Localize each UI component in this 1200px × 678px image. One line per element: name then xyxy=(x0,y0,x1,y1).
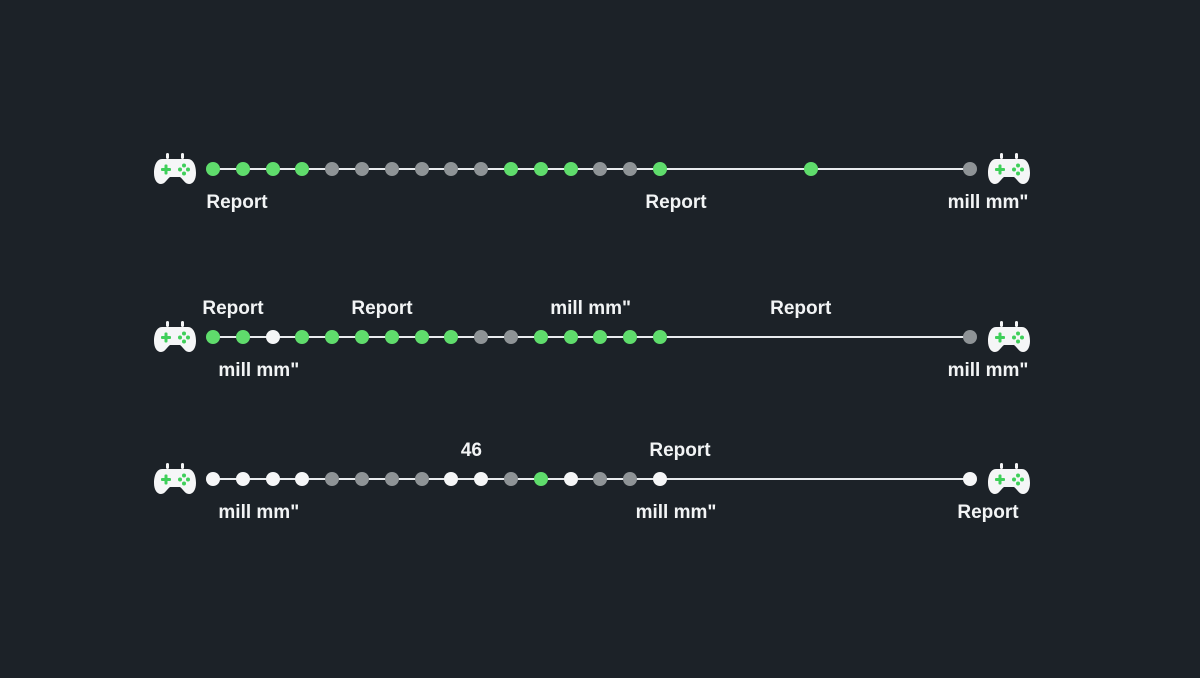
timeline-dot xyxy=(444,472,459,486)
timeline-dot xyxy=(533,330,548,344)
timeline-label-below: Report xyxy=(645,192,707,213)
timeline-dot xyxy=(355,472,369,486)
timeline-dot xyxy=(265,162,280,176)
timeline-dot xyxy=(414,162,429,176)
timeline-dot xyxy=(963,330,977,344)
timeline-dot xyxy=(593,472,608,486)
timeline-label-above: Report xyxy=(770,298,832,319)
timeline-dot xyxy=(593,162,608,176)
timeline-dot xyxy=(295,162,310,176)
timeline-label-below: Report xyxy=(206,192,268,213)
timeline-dot xyxy=(474,330,489,344)
timeline-dot xyxy=(444,162,459,176)
timeline-dot xyxy=(623,162,638,176)
timeline-dot xyxy=(295,330,310,344)
gamepad-icon xyxy=(988,321,1030,352)
timeline-label-below: mill mm" xyxy=(947,192,1029,213)
timeline-dot xyxy=(206,330,220,344)
timeline-label-below: mill mm" xyxy=(947,360,1029,381)
timeline-dot xyxy=(504,472,518,486)
timeline-dot xyxy=(265,330,280,344)
timeline-dot xyxy=(235,330,250,344)
timeline-label-above: Report xyxy=(351,298,413,319)
timeline-dot xyxy=(623,330,638,344)
track-line xyxy=(213,168,970,170)
timeline-dot xyxy=(623,472,638,486)
timeline-dot xyxy=(533,162,548,176)
timeline-dot xyxy=(653,162,667,176)
timeline-dot xyxy=(533,472,548,486)
timeline-label-above: 46 xyxy=(460,440,482,461)
timeline-dot xyxy=(414,330,429,344)
timeline-dot xyxy=(963,472,977,486)
track-line xyxy=(213,478,970,480)
timeline-dot xyxy=(804,162,819,176)
timeline-label-above: mill mm" xyxy=(550,298,631,319)
timeline-label-below: mill mm" xyxy=(635,502,717,523)
timeline-dot xyxy=(653,330,667,344)
timeline-dot xyxy=(355,162,369,176)
timeline-dot xyxy=(355,330,369,344)
timeline-dot xyxy=(593,330,608,344)
timeline-dot xyxy=(414,472,429,486)
timeline-label-below: mill mm" xyxy=(218,502,300,523)
timeline-dot xyxy=(563,330,578,344)
timeline-dot xyxy=(384,162,399,176)
timeline-label-below: Report xyxy=(957,502,1019,523)
timeline-dot xyxy=(235,162,250,176)
timeline-dot xyxy=(384,330,399,344)
timeline-dot xyxy=(295,472,310,486)
timeline-dot xyxy=(963,162,977,176)
timeline-dot xyxy=(563,162,578,176)
timeline-dot xyxy=(384,472,399,486)
timeline-dot xyxy=(563,472,578,486)
timeline-dot xyxy=(325,162,340,176)
timeline-dot xyxy=(444,330,459,344)
gamepad-icon xyxy=(154,153,196,184)
timeline-label-above: Report xyxy=(649,440,711,461)
timeline-dot xyxy=(504,330,518,344)
timeline-dot xyxy=(206,472,220,486)
timeline-dot xyxy=(265,472,280,486)
timeline-dot xyxy=(474,162,489,176)
timeline-dot xyxy=(206,162,220,176)
timeline-dot xyxy=(325,330,340,344)
timeline-label-above: Report xyxy=(202,298,264,319)
timeline-dot xyxy=(474,472,489,486)
gamepad-icon xyxy=(154,321,196,352)
timeline-dot xyxy=(235,472,250,486)
timeline-dot xyxy=(653,472,667,486)
track-line xyxy=(213,336,970,338)
gamepad-icon xyxy=(154,463,196,494)
timeline-label-below: mill mm" xyxy=(218,360,300,381)
timeline-dot xyxy=(504,162,518,176)
gamepad-icon xyxy=(988,463,1030,494)
timeline-dot xyxy=(325,472,340,486)
gamepad-icon xyxy=(988,153,1030,184)
